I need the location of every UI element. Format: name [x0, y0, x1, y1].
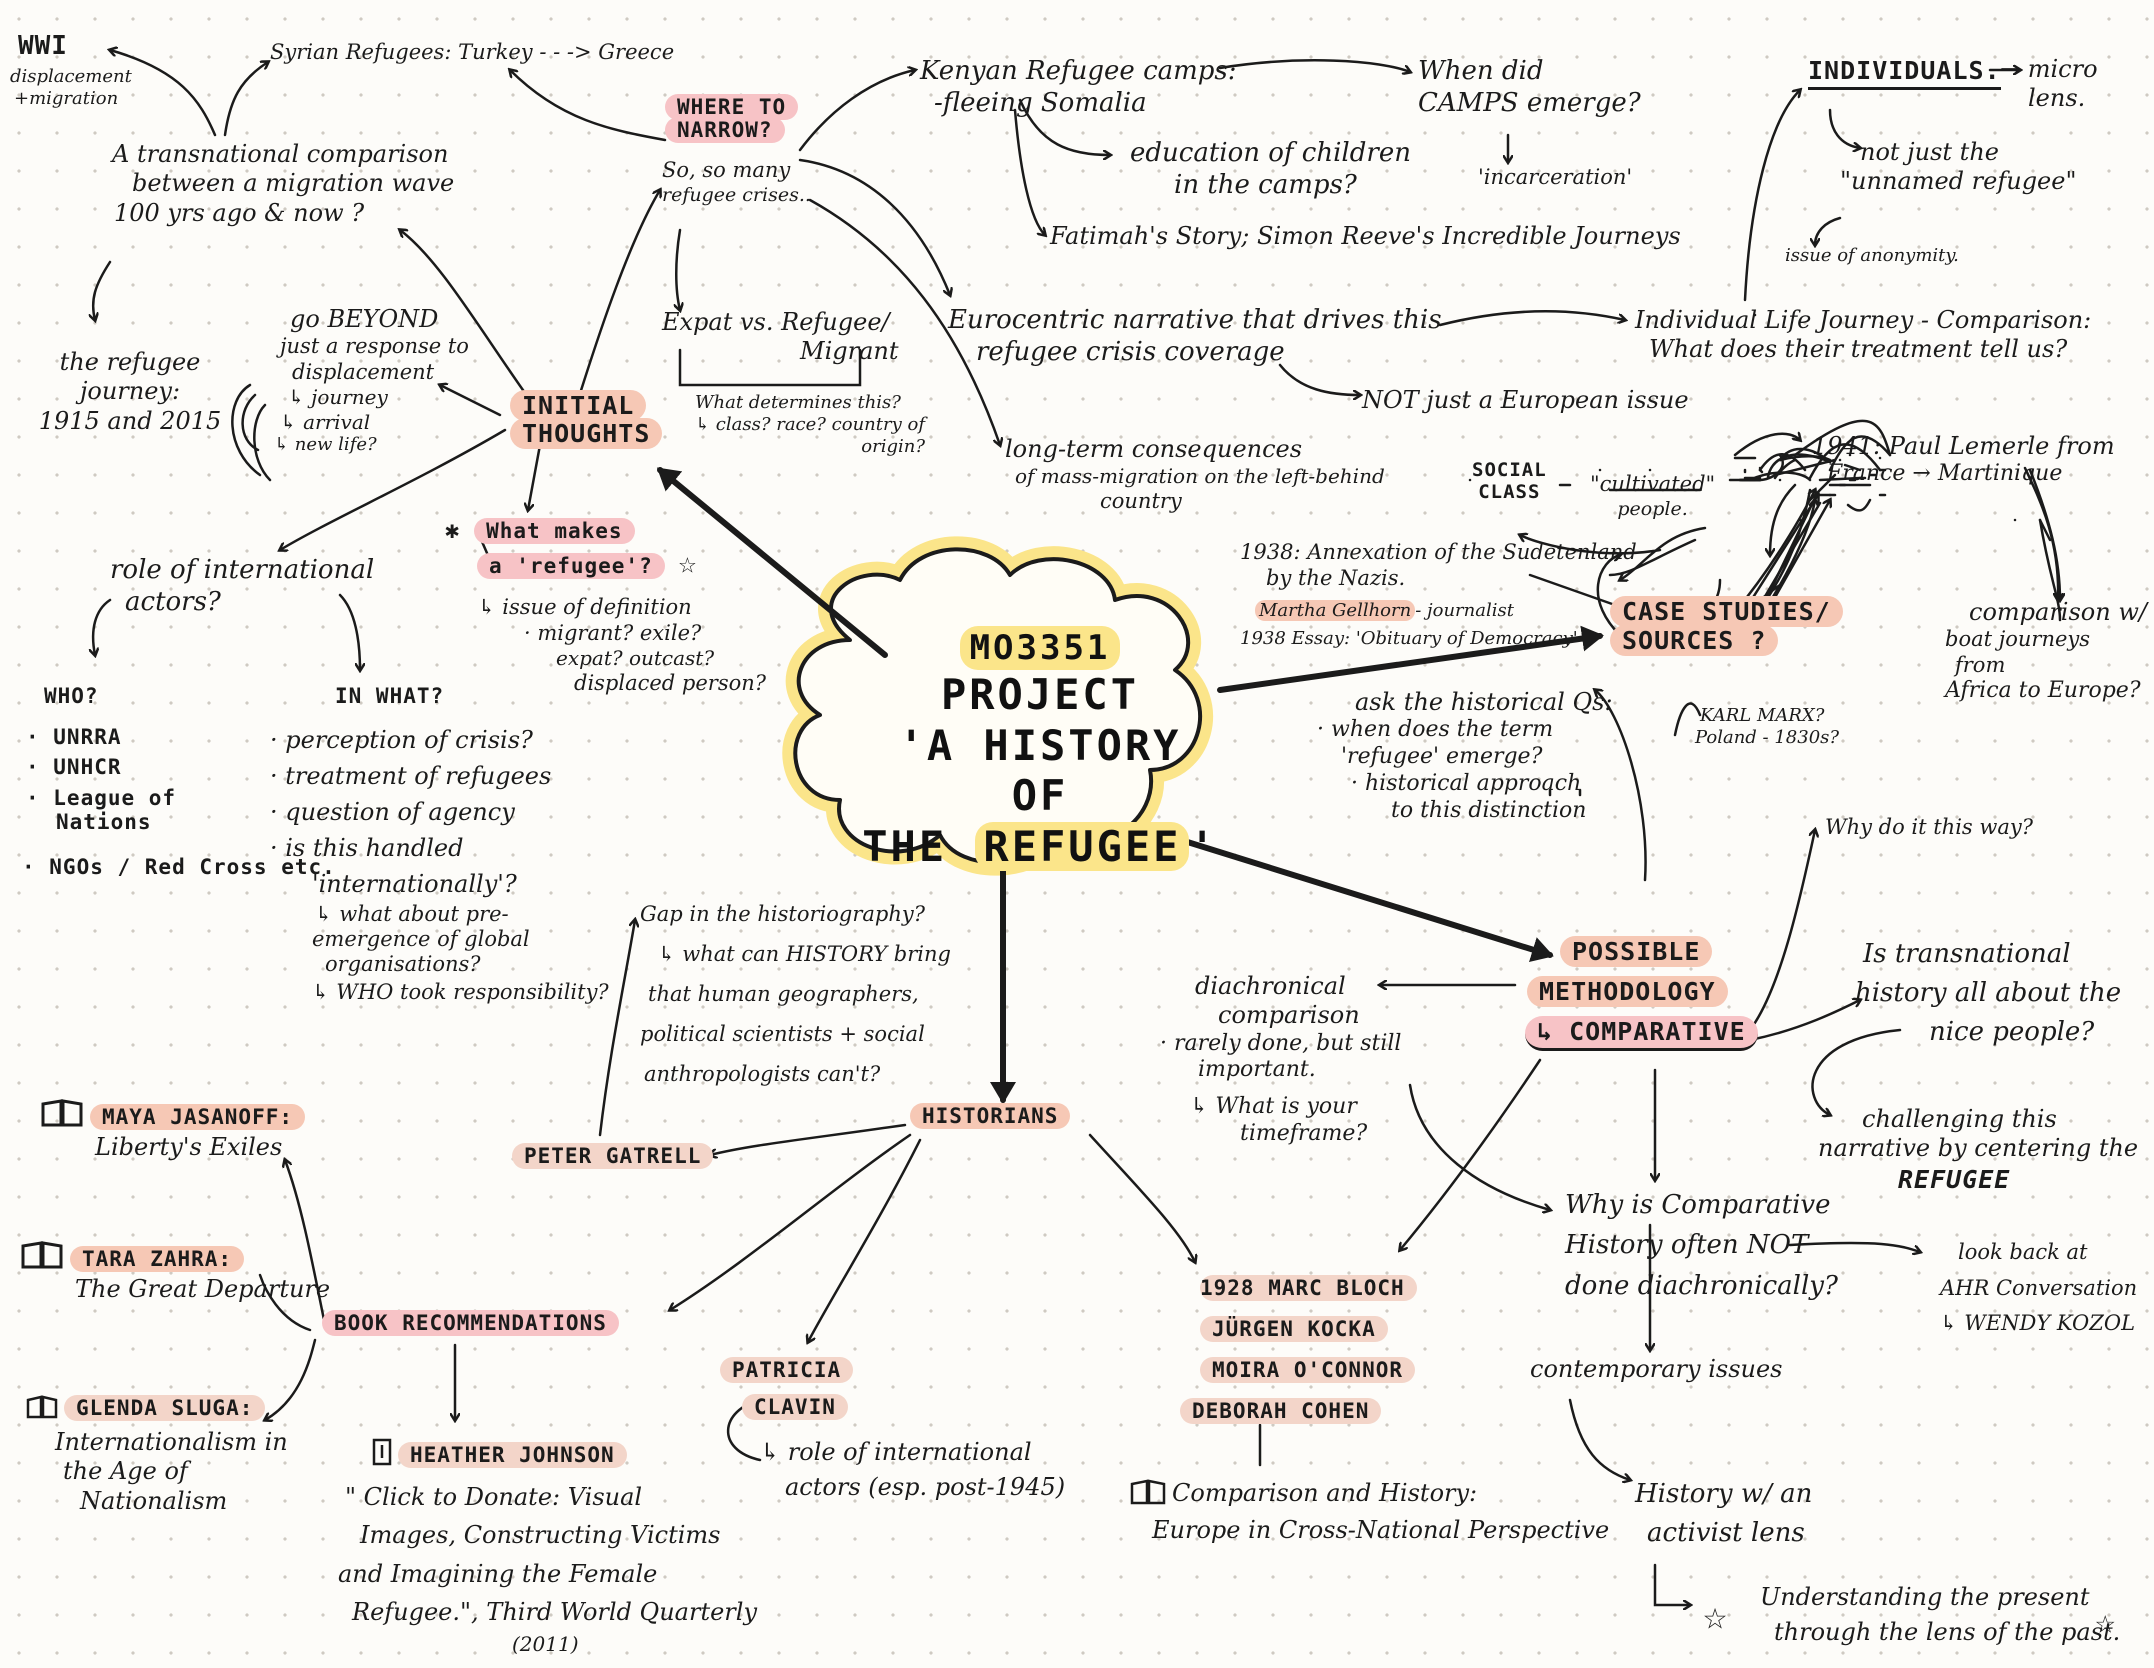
center-line-3: THE REFUGEE': [862, 821, 1218, 871]
who-heading: WHO?: [44, 684, 99, 708]
understanding-present: Understanding the present through the le…: [1760, 1583, 2121, 1646]
individual-life-journey: Individual Life Journey - Comparison:Wha…: [1635, 306, 2092, 364]
who-list: · UNRRA · UNHCR · League of Nations · NG…: [22, 725, 336, 879]
long-term-consequences: long-term consequences of mass-migration…: [1005, 435, 1385, 513]
obituary-essay: 1938 Essay: 'Obituary of Democracy': [1240, 628, 1578, 649]
not-just-unnamed: not just the "unnamed refugee": [1840, 138, 2077, 196]
why-do-it-this-way: Why do it this way?: [1825, 815, 2033, 839]
wwi-displacement: displacement: [10, 66, 132, 87]
center-line-2: 'A HISTORY OF: [898, 720, 1182, 821]
tara-zahra: TARA ZAHRA:: [20, 1240, 245, 1273]
maya-jasanoff: MAYA JASANOFF:: [40, 1098, 306, 1131]
boat-journeys: comparison w/ boat journeys from Africa …: [1945, 598, 2147, 704]
wwi-migration: +migration: [14, 88, 119, 109]
in-what-list: · perception of crisis? · treatment of r…: [270, 726, 609, 1004]
syrian-refugees: Syrian Refugees: Turkey - - -> Greece: [270, 40, 675, 64]
book-recommendations-node: BOOK RECOMMENDATIONS: [322, 1310, 619, 1337]
cultivated-people: "cultivated"people.: [1590, 472, 1716, 520]
center-line-1: PROJECT: [940, 670, 1139, 720]
heather-johnson: HEATHER JOHNSON: [372, 1438, 627, 1469]
comparative-historians: 1928 MARC BLOCH JÜRGEN KOCKA MOIRA O'CON…: [1180, 1268, 1417, 1432]
kenyan-camps: Kenyan Refugee camps:-fleeing Somalia: [920, 56, 1237, 118]
the-great-departure: The Great Departure: [75, 1275, 331, 1303]
where-to-narrow-node: WHERE TO NARROW?: [665, 94, 799, 144]
expat-vs-refugee: Expat vs. Refugee/Migrant: [662, 308, 899, 366]
case-studies-node: CASE STUDIES/ SOURCES ?: [1610, 596, 1843, 656]
book-icon: [1130, 1479, 1166, 1505]
contemporary-issues: contemporary issues: [1530, 1355, 1783, 1383]
martha-gellhorn: Martha Gellhorn- journalist: [1255, 600, 1514, 622]
why-not-diachronically: Why is Comparative History often NOT don…: [1565, 1190, 1838, 1301]
libertys-exiles: Liberty's Exiles: [95, 1133, 283, 1161]
challenging-narrative: challenging this narrative by centering …: [1818, 1105, 2139, 1194]
not-just-european: NOT just a European issue: [1362, 386, 1689, 414]
book-icon: [26, 1395, 58, 1419]
click-to-donate-article: " Click to Donate: Visual Images, Constr…: [338, 1483, 758, 1656]
wwi-label: WWI: [18, 31, 68, 61]
book-icon: [41, 1099, 83, 1127]
star-icon: ☆: [1703, 1593, 1729, 1639]
ahr-conversation: look back at AHR Conversation ↳ WENDY KO…: [1940, 1240, 2138, 1336]
fatimah-story: Fatimah's Story; Simon Reeve's Incredibl…: [1050, 222, 1681, 250]
what-determines: What determines this? ↳ class? race? cou…: [695, 392, 925, 457]
article-icon: [372, 1438, 392, 1466]
issue-of-anonymity: issue of anonymity.: [1785, 245, 1959, 266]
historical-questions: ask the historical Qs: · when does the t…: [1317, 688, 1613, 823]
what-makes-a-refugee: ✱ What makes a 'refugee'? ☆: [445, 516, 698, 581]
module-code: MO3351: [959, 626, 1121, 670]
individuals-node: INDIVIDUALS.: [1808, 55, 2001, 90]
diachronical-comparison: diachronical comparison · rarely done, b…: [1160, 972, 1402, 1147]
issue-of-definition: ↳ issue of definition · migrant? exile? …: [478, 595, 767, 695]
historians-node: HISTORIANS: [910, 1103, 1071, 1130]
star-icon: ☆: [2095, 1602, 2117, 1642]
center-title: MO3351 PROJECT 'A HISTORY OF THE REFUGEE…: [860, 620, 1220, 872]
nice-people: Is transnational history all about the n…: [1855, 939, 2122, 1047]
peter-gatrell: PETER GATRELL: [512, 1143, 714, 1170]
glenda-sluga: GLENDA SLUGA:: [26, 1395, 266, 1422]
karl-marx: KARL MARX?Poland - 1830s?: [1695, 705, 1840, 748]
patricia-clavin: PATRICIA CLAVIN: [720, 1352, 854, 1426]
initial-thoughts-node: INITIAL THOUGHTS: [510, 390, 663, 449]
possible-methodology-node: POSSIBLE METHODOLOGY ↳ COMPARATIVE: [1525, 932, 1758, 1052]
incarceration: 'incarceration': [1478, 165, 1633, 189]
in-what-heading: IN WHAT?: [335, 684, 445, 708]
book-icon: [21, 1241, 63, 1269]
go-beyond: go BEYOND just a response to displacemen…: [274, 305, 469, 456]
gap-in-historiography: Gap in the historiography? ↳ what can HI…: [640, 902, 951, 1086]
comparison-and-history-book: Comparison and History: Europe in Cross-…: [1130, 1475, 1609, 1549]
